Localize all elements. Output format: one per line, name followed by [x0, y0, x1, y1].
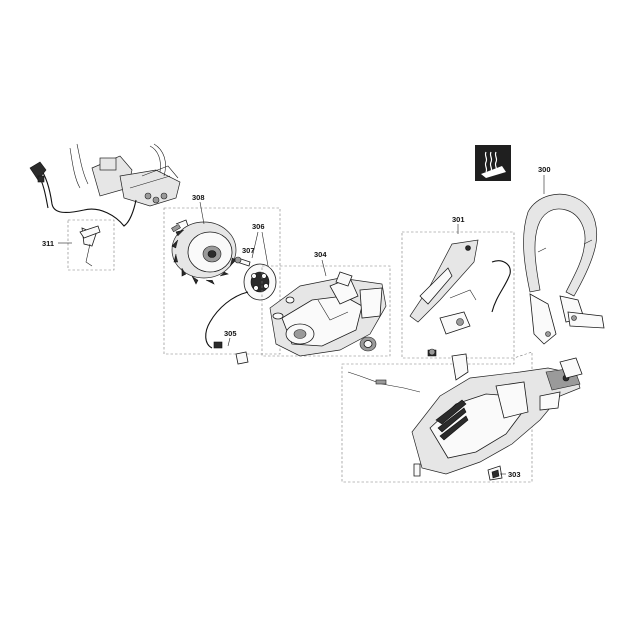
callout-306: 305: [224, 329, 237, 338]
heated-handle-badge: [475, 145, 511, 181]
callout-301: 301: [452, 215, 465, 224]
group-304-box: [261, 265, 391, 357]
heated-handle-icon: [481, 151, 506, 178]
part-305-stator: [243, 263, 277, 301]
part-308-flywheel: [171, 219, 237, 285]
callout-305: 306: [252, 222, 265, 231]
callout-300: 300: [538, 165, 551, 174]
part-311-wiring: [29, 161, 137, 271]
part-306-ignition-lead: [205, 291, 249, 365]
engine-top-assembly: [69, 143, 181, 207]
sprocket-cluster: [144, 192, 168, 204]
callout-307: 307: [242, 246, 255, 255]
callout-304: 304: [314, 250, 327, 259]
callout-311: 311: [42, 239, 54, 248]
group-308-box: [163, 207, 281, 355]
callout-303: 303: [508, 470, 521, 479]
housing-group-box: [341, 351, 533, 483]
rear-handle-housing: [347, 353, 583, 481]
callout-308: 308: [192, 193, 205, 202]
part-300-front-handle: [523, 193, 605, 345]
flywheel-fins: [171, 229, 237, 285]
part-307-bolt: [234, 256, 251, 267]
part-304-crankcase: [269, 271, 387, 357]
part-301-throttle: [409, 239, 511, 357]
